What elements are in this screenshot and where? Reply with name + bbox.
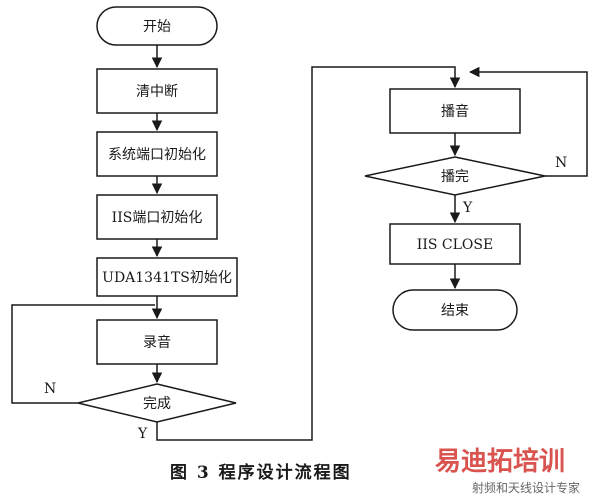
system-port-init-node: 系统端口初始化: [96, 131, 218, 177]
figure-caption: 图 3 程序设计流程图: [170, 462, 352, 483]
edge-record-loop-no: [11, 304, 155, 404]
record-node: 录音: [96, 319, 218, 365]
play-yes-label: Y: [462, 200, 473, 216]
uda-init-node: UDA1341TS初始化: [96, 257, 238, 297]
iis-port-init-label: IIS端口初始化: [112, 209, 203, 226]
start-node: 开始: [96, 6, 218, 46]
start-label: 开始: [143, 19, 171, 35]
clear-interrupt-node: 清中断: [96, 68, 218, 114]
play-done-decision: 播完: [364, 156, 546, 196]
iis-port-init-node: IIS端口初始化: [96, 194, 218, 240]
end-node: 结束: [392, 289, 518, 331]
end-label: 结束: [441, 303, 469, 319]
edge-play-loop-no: [468, 66, 588, 177]
iis-close-label: IIS CLOSE: [417, 237, 493, 253]
record-yes-label: Y: [137, 426, 148, 442]
watermark-logo: 易迪拓培训: [435, 447, 565, 477]
record-done-decision: 完成: [77, 383, 237, 423]
play-no-label: N: [555, 155, 567, 171]
iis-close-node: IIS CLOSE: [389, 223, 521, 265]
record-no-label: N: [44, 381, 56, 397]
watermark-tagline: 射频和天线设计专家: [472, 480, 580, 495]
play-done-label: 播完: [441, 169, 469, 185]
record-done-label: 完成: [143, 396, 171, 412]
play-node: 播音: [389, 88, 521, 134]
system-port-init-label: 系统端口初始化: [108, 146, 206, 163]
uda-init-label: UDA1341TS初始化: [102, 269, 232, 286]
play-label: 播音: [441, 103, 469, 120]
edge-record-yes-to-play: [156, 66, 461, 441]
clear-interrupt-label: 清中断: [136, 84, 178, 100]
record-label: 录音: [143, 334, 171, 351]
